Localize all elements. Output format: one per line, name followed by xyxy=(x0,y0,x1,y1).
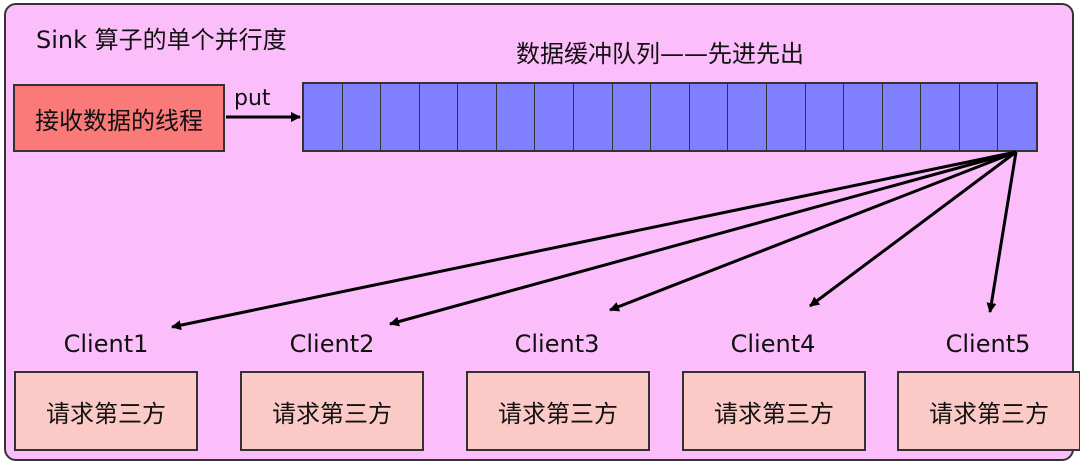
client-label-3: Client3 xyxy=(514,330,600,358)
queue-cell xyxy=(304,84,343,150)
queue-cell xyxy=(767,84,806,150)
queue-cell xyxy=(690,84,729,150)
client-task-box-1: 请求第三方 xyxy=(14,371,198,451)
receiver-thread-box: 接收数据的线程 xyxy=(13,84,225,152)
dispatch-arrow-2 xyxy=(389,150,1017,327)
client-task-box-3: 请求第三方 xyxy=(466,371,650,451)
dispatch-arrow-3 xyxy=(609,150,1017,312)
queue-cell xyxy=(651,84,690,150)
dispatch-arrow-4 xyxy=(809,150,1017,308)
buffer-queue xyxy=(302,82,1038,152)
queue-cell xyxy=(613,84,652,150)
client-label-1: Client1 xyxy=(63,330,149,358)
queue-cell xyxy=(535,84,575,150)
queue-cell xyxy=(960,84,999,150)
queue-cell xyxy=(420,84,459,150)
queue-cell xyxy=(458,84,497,150)
queue-cell xyxy=(883,84,922,150)
queue-cell xyxy=(343,84,382,150)
queue-cell xyxy=(806,84,845,150)
queue-cell xyxy=(497,84,536,150)
sink-title: Sink 算子的单个并行度 xyxy=(36,26,287,54)
queue-cell xyxy=(728,84,767,150)
queue-cell xyxy=(381,84,420,150)
queue-title: 数据缓冲队列——先进先出 xyxy=(516,40,804,68)
client-label-5: Client5 xyxy=(945,330,1031,358)
queue-cell xyxy=(921,84,960,150)
client-label-2: Client2 xyxy=(289,330,375,358)
put-label: put xyxy=(234,86,271,111)
client-task-box-4: 请求第三方 xyxy=(682,371,866,451)
dispatch-arrows xyxy=(171,150,1018,331)
queue-cell xyxy=(574,84,613,150)
client-label-4: Client4 xyxy=(730,330,816,358)
queue-cell xyxy=(844,84,883,150)
dispatch-arrow-1 xyxy=(171,150,1017,331)
client-task-box-5: 请求第三方 xyxy=(897,371,1080,451)
dispatch-arrow-5 xyxy=(986,151,1018,313)
client-task-box-2: 请求第三方 xyxy=(240,371,424,451)
